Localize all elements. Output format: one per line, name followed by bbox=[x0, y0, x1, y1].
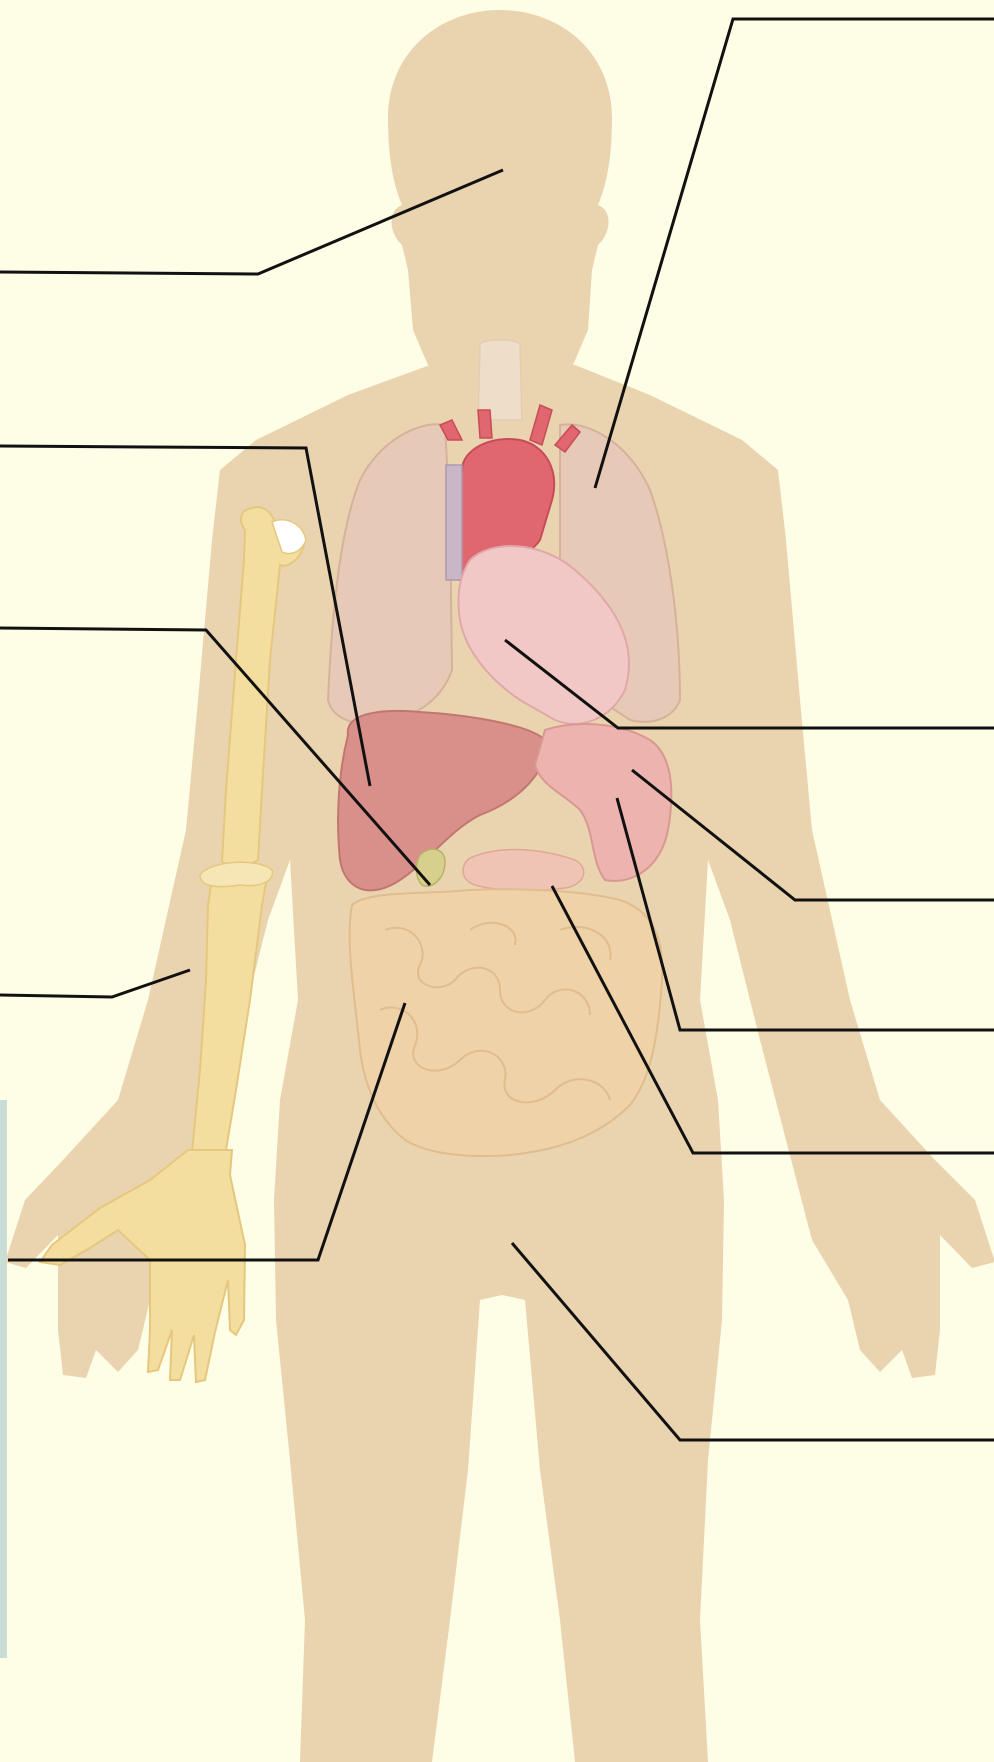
head-silhouette bbox=[388, 10, 612, 390]
trachea bbox=[478, 340, 522, 420]
intestines bbox=[350, 889, 663, 1156]
vena-cava bbox=[446, 465, 462, 580]
organs bbox=[328, 340, 680, 1156]
